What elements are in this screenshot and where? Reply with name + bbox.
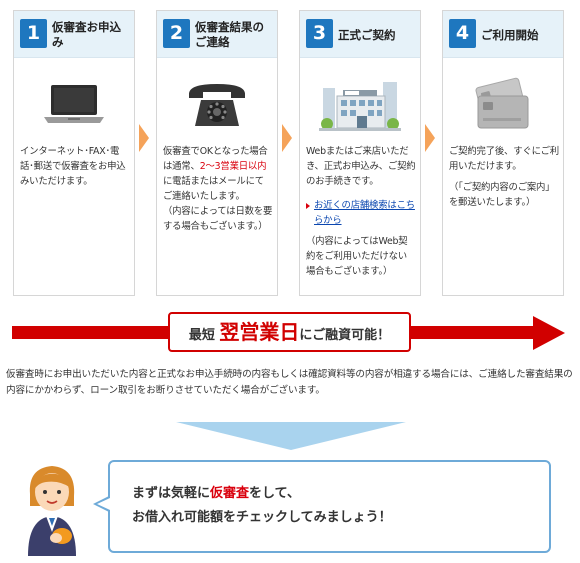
step-number: 1	[20, 19, 47, 48]
fastest-loan-banner: 最短 翌営業日にご融資可能！	[168, 312, 411, 352]
step-header: 4 ご利用開始	[443, 11, 563, 58]
step-note: （内容によってはWeb契約をご利用いただけない場合もございます。）	[306, 236, 408, 277]
business-days-highlight: 2～3営業日以内	[199, 161, 267, 172]
banner-highlight: 翌営業日	[219, 320, 300, 344]
cta-highlight: 仮審査	[210, 486, 250, 501]
store-search-link[interactable]: お近くの店舗検索はこちらから	[314, 200, 415, 226]
step-number: 2	[163, 19, 190, 48]
bank-building-icon	[300, 68, 420, 140]
step-number: 4	[449, 19, 476, 48]
step-card-3: 3 正式ご契約 Webまたはご来店いただき、正式お申込み、ご契約のお手続きです。…	[299, 10, 421, 296]
step-title: 仮審査結果のご連絡	[195, 20, 264, 49]
step-description: ご契約完了後、すぐにご利用いただけます。 （「ご契約内容のご案内」を郵送いたしま…	[449, 146, 559, 208]
telephone-icon	[157, 68, 277, 140]
credit-card-icon	[443, 68, 563, 140]
step-arrow	[425, 124, 435, 152]
step-note: （内容によっては日数を要する場合もございます。）	[163, 206, 273, 232]
step-card-1: 1 仮審査お申込み インターネット･FAX･電話･郵送で仮審査をお申込みいただけ…	[13, 10, 135, 296]
step-description: 仮審査でOKとなった場合は通常、2～3営業日以内に電話またはメールにてご連絡いた…	[163, 146, 273, 232]
laptop-icon	[14, 68, 134, 140]
step-note: （「ご契約内容のご案内」を郵送いたします。）	[449, 182, 555, 208]
step-card-4: 4 ご利用開始 ご契約完了後、すぐにご利用いただけます。 （「ご契約内容のご案内…	[442, 10, 564, 296]
cta-message: まずは気軽に仮審査をして、 お借入れ可能額をチェックしてみましょう！	[132, 486, 392, 525]
step-title: 仮審査お申込み	[52, 20, 121, 49]
step-description: Webまたはご来店いただき、正式お申込み、ご契約のお手続きです。 お近くの店舗検…	[306, 146, 416, 277]
speech-bubble-tail-inner	[97, 498, 110, 510]
disclaimer-text: 仮審査時にお申出いただいた内容と正式なお申込手続時の内容もしくは確認資料等の内容…	[6, 369, 573, 396]
step-number: 3	[306, 19, 333, 48]
step-card-2: 2 仮審査結果のご連絡 仮審査でOKとなった場合は通常、2～3営業日以内に電話ま…	[156, 10, 278, 296]
down-arrow	[176, 422, 406, 450]
step-title: 正式ご契約	[338, 27, 396, 42]
step-description: インターネット･FAX･電話･郵送で仮審査をお申込みいただけます。	[20, 146, 126, 187]
step-arrow	[282, 124, 292, 152]
step-header: 1 仮審査お申込み	[14, 11, 134, 58]
staff-woman-illustration	[16, 460, 90, 560]
timeline-arrow-head	[533, 316, 565, 350]
step-title: ご利用開始	[481, 27, 539, 42]
step-header: 2 仮審査結果のご連絡	[157, 11, 277, 58]
step-header: 3 正式ご契約	[300, 11, 420, 58]
step-arrow	[139, 124, 149, 152]
cta-speech-bubble: まずは気軽に仮審査をして、 お借入れ可能額をチェックしてみましょう！	[108, 460, 551, 553]
